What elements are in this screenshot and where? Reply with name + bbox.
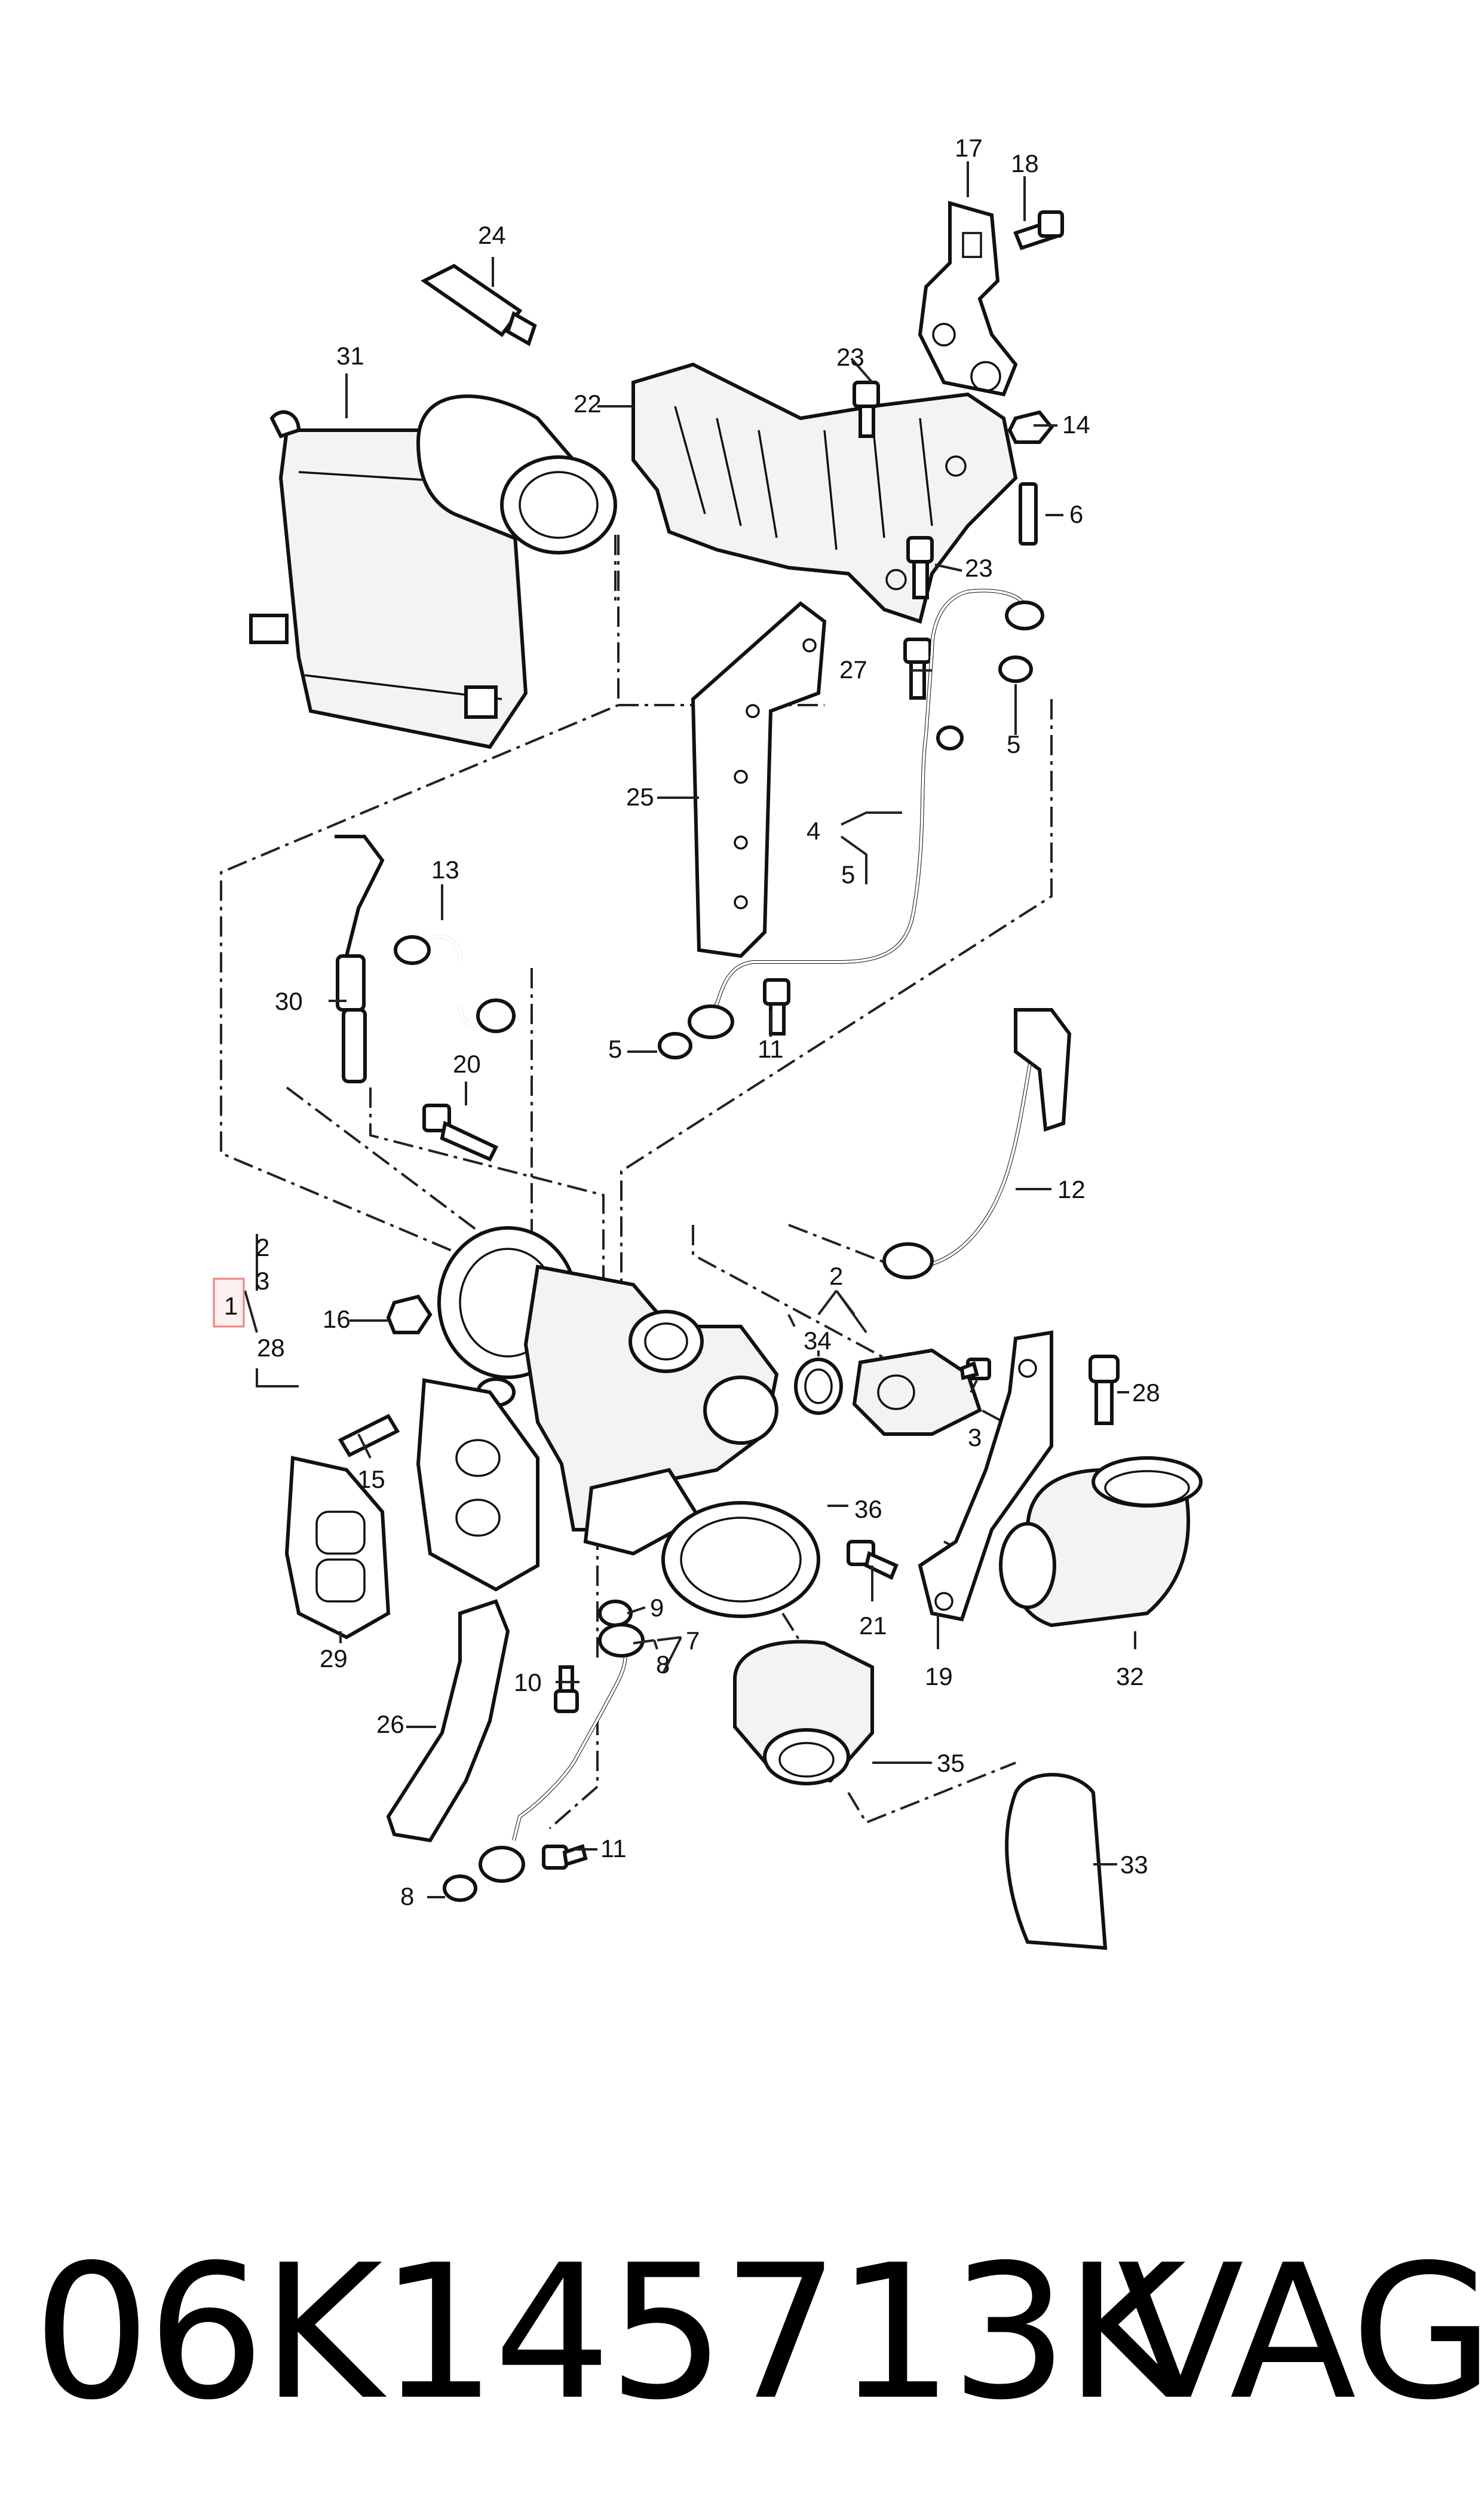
callout-14: 14 xyxy=(1062,411,1090,439)
bracket-26[interactable] xyxy=(386,1599,510,1843)
screw-3[interactable] xyxy=(959,1358,991,1380)
footer: 06K145713K VAG xyxy=(0,2211,1484,2462)
callout-5-mid: 5 xyxy=(841,860,855,889)
brand-label: VAG xyxy=(1117,2225,1484,2441)
callout-labels: 17 18 24 31 23 22 14 6 23 27 5 25 4 5 13… xyxy=(224,134,1160,1910)
callout-16: 16 xyxy=(323,1305,351,1333)
bolt-28[interactable] xyxy=(1089,1355,1120,1425)
callout-13: 13 xyxy=(431,856,459,884)
callout-8-upper: 8 xyxy=(656,1650,670,1678)
hose-33[interactable] xyxy=(1005,1773,1108,1950)
callout-3-left: 3 xyxy=(256,1267,269,1295)
callout-11-upper: 11 xyxy=(758,1035,784,1063)
callout-32: 32 xyxy=(1116,1662,1144,1690)
callout-23-lower: 23 xyxy=(965,554,993,582)
callout-22: 22 xyxy=(574,390,602,418)
callout-3-right: 3 xyxy=(968,1423,982,1451)
oil-supply-pipe-4[interactable] xyxy=(688,589,1044,1039)
callout-24: 24 xyxy=(478,221,506,249)
bolt-27[interactable] xyxy=(903,638,932,700)
seal-ring-5-upper[interactable] xyxy=(998,655,1033,683)
oil-pipe-12[interactable] xyxy=(882,1008,1072,1279)
highlight-box xyxy=(213,1278,245,1328)
seal-ring-5-lower[interactable] xyxy=(658,1032,692,1059)
callout-15: 15 xyxy=(357,1465,385,1493)
seal-8[interactable] xyxy=(443,1874,477,1902)
nut-16[interactable] xyxy=(386,1294,433,1334)
stud-15[interactable] xyxy=(338,1414,400,1457)
callout-35: 35 xyxy=(937,1749,965,1777)
callout-27: 27 xyxy=(839,655,867,684)
coolant-pipe-7[interactable] xyxy=(479,1623,645,1883)
callout-19: 19 xyxy=(925,1662,953,1690)
hose-13[interactable] xyxy=(394,935,516,1033)
seal-9[interactable] xyxy=(598,1600,633,1627)
bracket-17[interactable] xyxy=(918,201,1018,397)
bracket-25[interactable] xyxy=(691,601,827,958)
callout-29: 29 xyxy=(320,1644,348,1672)
catalytic-converter-31[interactable] xyxy=(249,394,617,749)
bolt-11-lower[interactable] xyxy=(542,1844,588,1870)
callout-7: 7 xyxy=(686,1626,700,1655)
callout-5-lower: 5 xyxy=(608,1035,622,1063)
callout-6: 6 xyxy=(1069,500,1083,528)
callout-34: 34 xyxy=(804,1327,832,1355)
callout-36: 36 xyxy=(854,1495,882,1523)
callout-10: 10 xyxy=(514,1668,542,1696)
callout-33: 33 xyxy=(1120,1851,1148,1879)
callout-11-lower: 11 xyxy=(600,1834,627,1863)
nut-14[interactable] xyxy=(1007,410,1054,444)
callout-20: 20 xyxy=(453,1050,481,1078)
callout-12: 12 xyxy=(1057,1175,1086,1203)
callout-30: 30 xyxy=(275,987,303,1015)
manifold-flange[interactable] xyxy=(416,1378,539,1592)
bolt-20[interactable] xyxy=(422,1104,499,1162)
callout-17: 17 xyxy=(955,134,983,162)
callout-5-upper: 5 xyxy=(1007,730,1020,758)
callout-25: 25 xyxy=(626,783,654,811)
gasket-29[interactable] xyxy=(284,1456,391,1640)
part-number: 06K145713K xyxy=(33,2225,1186,2441)
bolt-18[interactable] xyxy=(1013,210,1064,250)
callout-2-left: 2 xyxy=(256,1233,269,1261)
callout-2-right: 2 xyxy=(829,1262,843,1290)
elbow-pipe-32[interactable] xyxy=(999,1456,1203,1628)
bolt-23-lower[interactable] xyxy=(906,536,934,599)
callout-8-lower: 8 xyxy=(400,1882,414,1910)
leader-lines xyxy=(244,161,1136,1898)
bracket-19[interactable] xyxy=(918,1330,1053,1622)
callout-28-right: 28 xyxy=(1132,1379,1160,1407)
callout-26: 26 xyxy=(376,1710,404,1738)
callout-1: 1 xyxy=(224,1292,238,1320)
heat-shield-22[interactable] xyxy=(631,362,1018,624)
callout-4: 4 xyxy=(807,817,820,845)
callout-18: 18 xyxy=(1011,149,1039,177)
paste-tube-24[interactable] xyxy=(421,264,537,347)
callout-31: 31 xyxy=(336,342,364,370)
o-ring-34[interactable] xyxy=(794,1358,843,1415)
callout-21: 21 xyxy=(859,1612,887,1640)
callout-28-left: 28 xyxy=(257,1334,285,1362)
bolt-23-upper[interactable] xyxy=(853,381,880,438)
turbocharger-exploded-diagram: 17 18 24 31 23 22 14 6 23 27 5 25 4 5 13… xyxy=(213,134,1203,1950)
callout-23-upper: 23 xyxy=(836,343,864,371)
callout-9: 9 xyxy=(650,1594,664,1622)
turbocharger-1[interactable] xyxy=(437,1226,779,1556)
actuator-2[interactable] xyxy=(852,1348,982,1436)
bolt-11-upper[interactable] xyxy=(763,978,790,1036)
housing-35[interactable] xyxy=(733,1640,874,1785)
seal-ring-36[interactable] xyxy=(661,1501,820,1618)
lambda-sensor-30[interactable] xyxy=(335,835,385,1083)
bolt-21[interactable] xyxy=(847,1540,899,1580)
stud-6[interactable] xyxy=(1019,482,1038,546)
bolt-10[interactable] xyxy=(554,1665,579,1713)
